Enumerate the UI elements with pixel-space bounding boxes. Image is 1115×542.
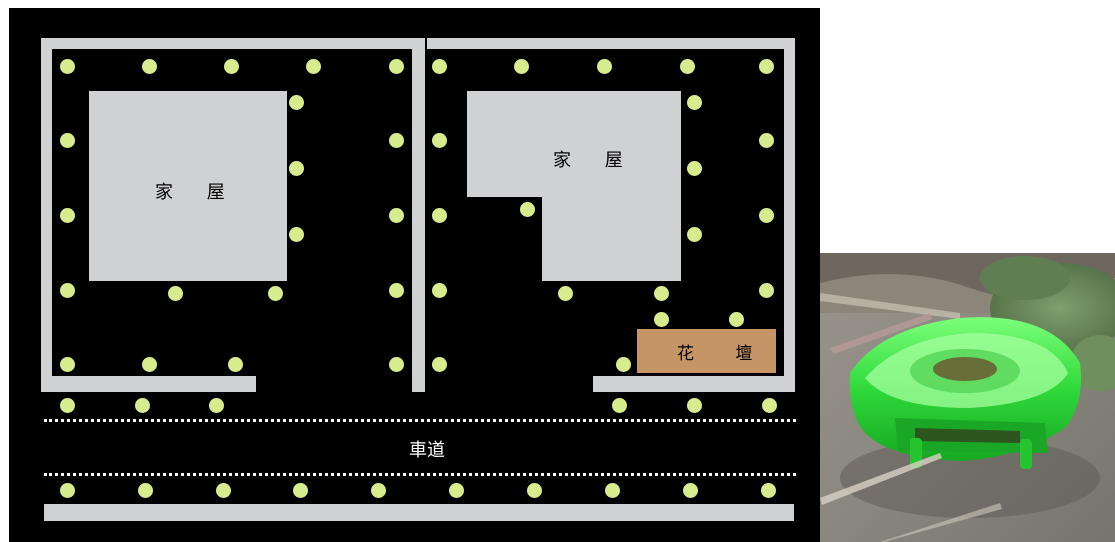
bait-station-marker <box>604 482 620 498</box>
bait-station-marker <box>557 285 573 301</box>
bait-station-marker <box>288 226 304 242</box>
house-right-label: 家 屋 <box>553 150 637 171</box>
bait-station-marker <box>267 285 283 301</box>
bait-station-marker <box>288 94 304 110</box>
bait-station-marker <box>388 207 404 223</box>
flowerbed: 花 壇 <box>637 329 776 373</box>
bait-station-marker <box>388 58 404 74</box>
bait-station-marker <box>305 58 321 74</box>
bait-station-marker <box>653 311 669 327</box>
bottom-wall-right <box>593 376 795 392</box>
bait-station-marker <box>388 356 404 372</box>
bait-station-marker <box>59 132 75 148</box>
bait-station-marker <box>758 207 774 223</box>
bait-station-marker <box>288 160 304 176</box>
bait-station-marker <box>653 285 669 301</box>
road-edge-top <box>44 419 796 422</box>
bait-station-marker <box>59 207 75 223</box>
bait-station-marker <box>596 58 612 74</box>
bait-station-marker <box>388 282 404 298</box>
bait-station-marker <box>686 94 702 110</box>
bait-station-marker <box>141 58 157 74</box>
bait-station-marker <box>141 356 157 372</box>
bait-station-marker <box>686 226 702 242</box>
top-wall-right <box>427 38 795 49</box>
bait-station-marker <box>59 58 75 74</box>
bait-station-marker <box>431 282 447 298</box>
center-divider-wall <box>412 38 425 392</box>
house-left-label: 家 屋 <box>155 182 239 203</box>
bait-station-marker <box>370 482 386 498</box>
bait-station-marker <box>59 482 75 498</box>
bait-station-marker <box>292 482 308 498</box>
right-wall <box>784 38 795 392</box>
road-label: 車道 <box>409 440 445 461</box>
bait-station-marker <box>519 201 535 217</box>
top-wall-left <box>41 38 414 49</box>
bait-station-marker <box>431 207 447 223</box>
bait-station-marker <box>760 482 776 498</box>
bait-station-marker <box>513 58 529 74</box>
bait-station-marker <box>615 356 631 372</box>
flowerbed-label: 花 壇 <box>677 344 771 364</box>
green-bait-station-trap-icon <box>820 253 1115 542</box>
bait-station-marker <box>227 356 243 372</box>
bait-station-marker <box>526 482 542 498</box>
bait-station-marker <box>758 282 774 298</box>
bait-station-photo <box>820 253 1115 542</box>
bait-station-marker <box>215 482 231 498</box>
bait-station-marker <box>167 285 183 301</box>
bait-station-marker <box>758 58 774 74</box>
bait-station-marker <box>686 397 702 413</box>
house-right <box>467 91 681 281</box>
bait-station-marker <box>431 58 447 74</box>
bait-station-marker <box>431 356 447 372</box>
sidewalk-bottom <box>44 504 794 521</box>
bait-station-marker <box>448 482 464 498</box>
house-left <box>89 91 287 281</box>
bait-station-marker <box>682 482 698 498</box>
bait-station-marker <box>59 397 75 413</box>
bait-station-marker <box>728 311 744 327</box>
property-layout-diagram: 家 屋 家 屋 花 壇 車道 <box>9 8 820 542</box>
bait-station-marker <box>134 397 150 413</box>
bait-station-marker <box>611 397 627 413</box>
bait-station-marker <box>137 482 153 498</box>
bait-station-marker <box>388 132 404 148</box>
bait-station-marker <box>223 58 239 74</box>
bait-station-marker <box>431 132 447 148</box>
bait-station-marker <box>761 397 777 413</box>
bait-station-marker <box>208 397 224 413</box>
bait-station-marker <box>59 356 75 372</box>
bait-station-marker <box>758 132 774 148</box>
road-edge-bottom <box>44 473 796 476</box>
bait-station-marker <box>679 58 695 74</box>
left-wall <box>41 38 52 392</box>
bait-station-marker <box>686 160 702 176</box>
bait-station-marker <box>59 282 75 298</box>
bottom-wall-left <box>41 376 256 392</box>
